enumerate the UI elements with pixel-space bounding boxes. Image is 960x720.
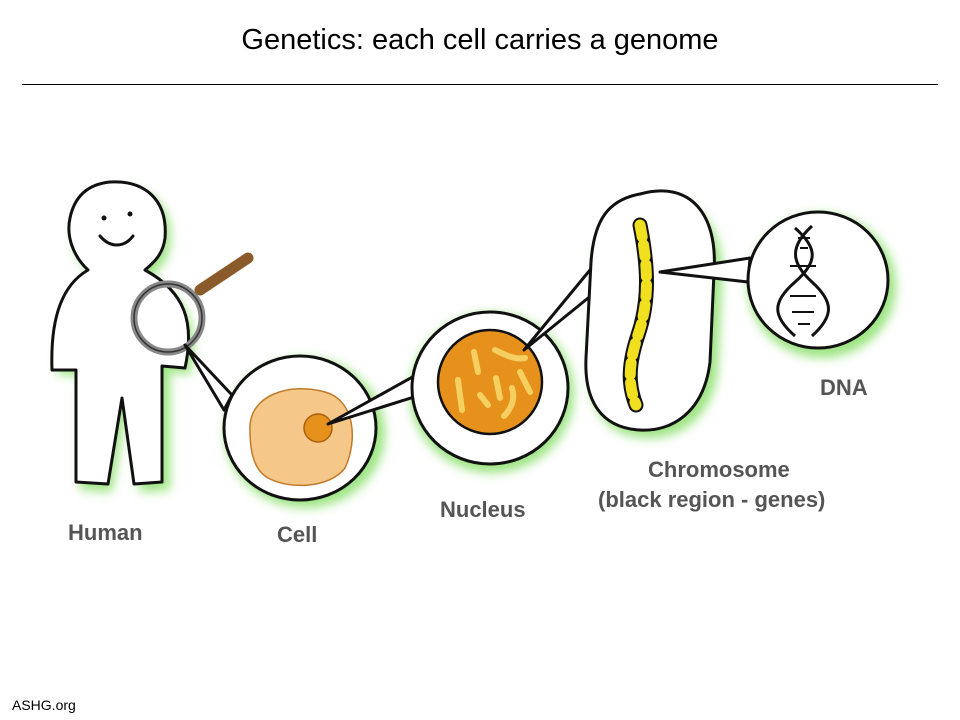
- chromosome-strand: [624, 219, 652, 411]
- dna-base-pairs: [790, 237, 816, 325]
- human-left-eye: [101, 215, 107, 221]
- dna-helix: [776, 224, 830, 338]
- cell-nucleus-dot: [303, 413, 333, 443]
- human-figure: [50, 180, 191, 486]
- label-dna: DNA: [820, 375, 868, 400]
- dna-bubble: [746, 210, 890, 350]
- label-cell: Cell: [277, 522, 317, 547]
- label-nucleus: Nucleus: [440, 497, 526, 522]
- magnifier-handle: [194, 252, 254, 296]
- human-smile: [98, 234, 135, 247]
- title-divider: [22, 84, 938, 85]
- cell-body: [249, 388, 354, 487]
- label-human: Human: [68, 520, 143, 545]
- label-chromosome-note: (black region - genes): [598, 487, 825, 512]
- source-credit: ASHG.org: [12, 697, 76, 713]
- page-title: Genetics: each cell carries a genome: [241, 24, 719, 56]
- callout-human-cell: [183, 343, 234, 412]
- label-chromosome: Chromosome: [648, 457, 790, 482]
- nucleus-chromosomes: [455, 347, 533, 419]
- human-right-eye: [127, 211, 133, 217]
